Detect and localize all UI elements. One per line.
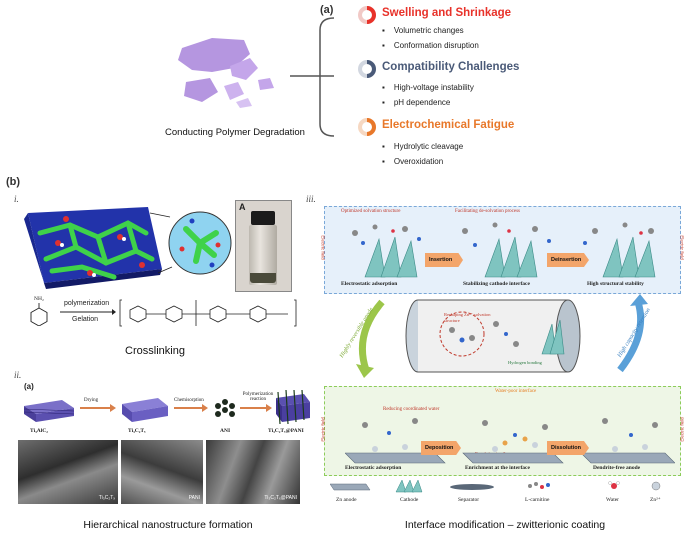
sem-label: PANI	[188, 495, 200, 501]
sub-ii-numeral: ii.	[14, 370, 22, 380]
step-caption: Electrostatic adsorption	[345, 465, 402, 471]
challenge-bullet: Overoxidation	[382, 157, 443, 166]
sub-iii-numeral: iii.	[306, 194, 316, 204]
monomer-label: NH₂	[34, 296, 44, 302]
vial-gel	[250, 273, 276, 283]
zn-ion-legend-icon	[651, 481, 661, 491]
note-text: Hydrogen bonding	[508, 360, 542, 365]
challenge-bullet: Conformation disruption	[382, 41, 479, 50]
sem-label: Ti₃C₂Tₓ	[98, 495, 115, 501]
sem-image-3: Ti₃C₂Tₓ@PANI	[206, 440, 300, 504]
step-label: Chemisorption	[174, 398, 204, 403]
legend-label: L-carnitine	[525, 497, 550, 503]
sub-iii-caption: Interface modification – zwitterionic co…	[404, 519, 606, 531]
legend-icons	[330, 479, 661, 493]
challenge-bullet: High-voltage instability	[382, 83, 474, 92]
insertion-arrow: Insertion	[425, 253, 463, 267]
electric-field-label: Electric field	[320, 417, 326, 442]
deinsertion-arrow: Deinsertion	[547, 253, 589, 267]
legend-label: Zn²⁺	[650, 497, 661, 503]
legend-label: Water	[606, 497, 619, 503]
photo-letter: A	[239, 202, 246, 212]
legend-label: Cathode	[400, 497, 419, 503]
deposition-arrow: Deposition	[421, 441, 461, 455]
sub-ii-inner-label: (a)	[24, 382, 34, 391]
sub-i-caption: Crosslinking	[125, 345, 185, 357]
sub-i-numeral: i.	[14, 194, 19, 204]
challenge-bullet: pH dependence	[382, 98, 451, 107]
anode-interface-box: Water-poor interface Reducing coordinate…	[320, 386, 685, 476]
step-label: Polymerization reaction	[242, 392, 274, 402]
material-label: Ti₃C₂Tₓ@PANI	[268, 428, 304, 434]
bracket-connector	[290, 17, 335, 137]
step-caption: Stabilizing cathode interface	[463, 281, 530, 287]
half-ring-icon	[358, 118, 376, 136]
crosslink-network-illustration	[24, 207, 232, 289]
sem-image-1: Ti₃C₂Tₓ	[18, 440, 118, 504]
electric-field-label: Electric field	[679, 417, 685, 442]
panel-b-label: (b)	[6, 176, 21, 188]
panel-a-label: (a)	[320, 4, 334, 16]
reaction-arrow	[60, 309, 116, 315]
vial-cap	[251, 211, 275, 225]
step-caption: High structural stability	[587, 281, 644, 287]
polyaniline-structure	[119, 299, 297, 327]
challenge-title: Electrochemical Fatigue	[382, 119, 515, 131]
challenge-bullet: Hydrolytic cleavage	[382, 142, 463, 151]
half-ring-icon	[358, 60, 376, 78]
sub-ii-caption: Hierarchical nanostructure formation	[83, 519, 253, 531]
panel-a-caption: Conducting Polymer Degradation	[165, 127, 305, 138]
challenge-bullet: Volumetric changes	[382, 26, 464, 35]
reaction-top-label: polymerization	[64, 300, 110, 307]
material-label: Ti₃C₂Tₓ	[128, 428, 146, 434]
vial-photo: A	[235, 200, 292, 292]
step-caption: Enrichment at the interface	[465, 465, 530, 471]
note-text: Water-poor interface	[495, 389, 537, 394]
l-carnitine-legend-icon	[528, 482, 550, 489]
aniline-ring-icon	[30, 303, 48, 326]
separator-legend-icon	[450, 484, 494, 490]
material-label: ANI	[220, 428, 231, 434]
electric-field-label: Electric field	[320, 235, 326, 260]
sem-image-2: PANI	[121, 440, 203, 504]
sem-label: Ti₃C₂Tₓ@PANI	[264, 495, 297, 501]
polymer-fragments-illustration	[178, 38, 274, 108]
note-text: Reshaping Zn²⁺ solvation structure	[444, 312, 491, 323]
legend-label: Zn anode	[336, 497, 357, 503]
zn-anode-legend-icon	[330, 483, 371, 491]
legend-label: Separator	[458, 497, 480, 503]
mxene-synthesis-scheme	[23, 389, 310, 425]
water-legend-icon	[608, 481, 620, 489]
cathode-structures	[352, 222, 656, 278]
reaction-bottom-label: Gelation	[72, 316, 99, 323]
step-caption: Electrostatic adsorption	[341, 281, 398, 287]
note-text: Facilitating de-solvation process	[455, 209, 520, 214]
challenge-title: Compatibility Challenges	[382, 61, 520, 73]
electric-field-label: Electric field	[679, 235, 685, 260]
battery-cylinder-illustration	[356, 294, 648, 378]
cathode-legend-icon	[395, 479, 423, 493]
step-label: Drying	[84, 398, 99, 403]
material-label: Ti₃AlC₂	[30, 428, 48, 434]
half-ring-icon	[358, 6, 376, 24]
challenge-title: Swelling and Shrinkage	[382, 7, 512, 19]
zn-anode-structures	[345, 418, 675, 464]
note-text: Optimized solvation structure	[341, 209, 401, 214]
dissolution-arrow: Dissolution	[547, 441, 589, 455]
cathode-interface-box: Optimized solvation structure Facilitati…	[320, 206, 685, 294]
step-caption: Dendrite-free anode	[593, 465, 641, 471]
note-text: Reducing coordinated water	[383, 407, 440, 412]
